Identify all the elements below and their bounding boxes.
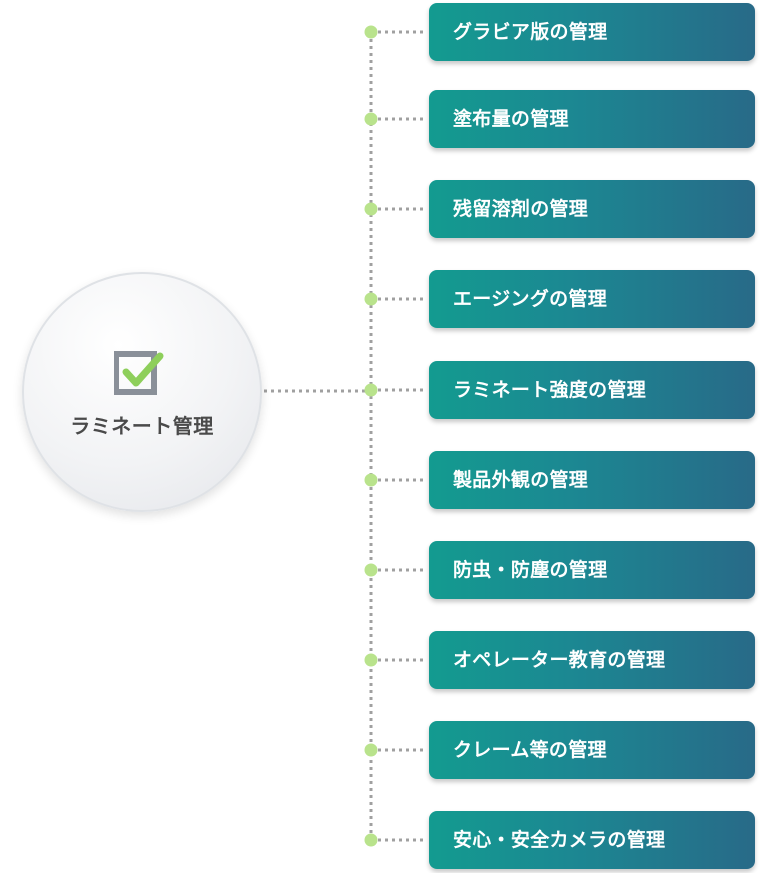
item-card: 塗布量の管理	[429, 90, 755, 148]
item-card: ラミネート強度の管理	[429, 361, 755, 419]
branch-group	[364, 25, 427, 847]
item-card: グラビア版の管理	[429, 3, 755, 61]
item-card: 防虫・防塵の管理	[429, 541, 755, 599]
branch-node	[364, 833, 378, 847]
branch-node	[364, 112, 378, 126]
branch-node	[364, 383, 378, 397]
branch-node	[364, 292, 378, 306]
center-label: ラミネート管理	[70, 414, 214, 438]
item-card: 製品外観の管理	[429, 451, 755, 509]
branch-node	[364, 473, 378, 487]
branch-node	[364, 653, 378, 667]
branch-node	[364, 563, 378, 577]
center-node: ラミネート管理	[22, 272, 262, 512]
branch-node	[364, 25, 378, 39]
item-card: クレーム等の管理	[429, 721, 755, 779]
item-card: オペレーター教育の管理	[429, 631, 755, 689]
item-card: 安心・安全カメラの管理	[429, 811, 755, 869]
branch-node	[364, 743, 378, 757]
item-card: エージングの管理	[429, 270, 755, 328]
checkbox-check-icon	[114, 351, 164, 395]
branch-node	[364, 202, 378, 216]
item-card: 残留溶剤の管理	[429, 180, 755, 238]
